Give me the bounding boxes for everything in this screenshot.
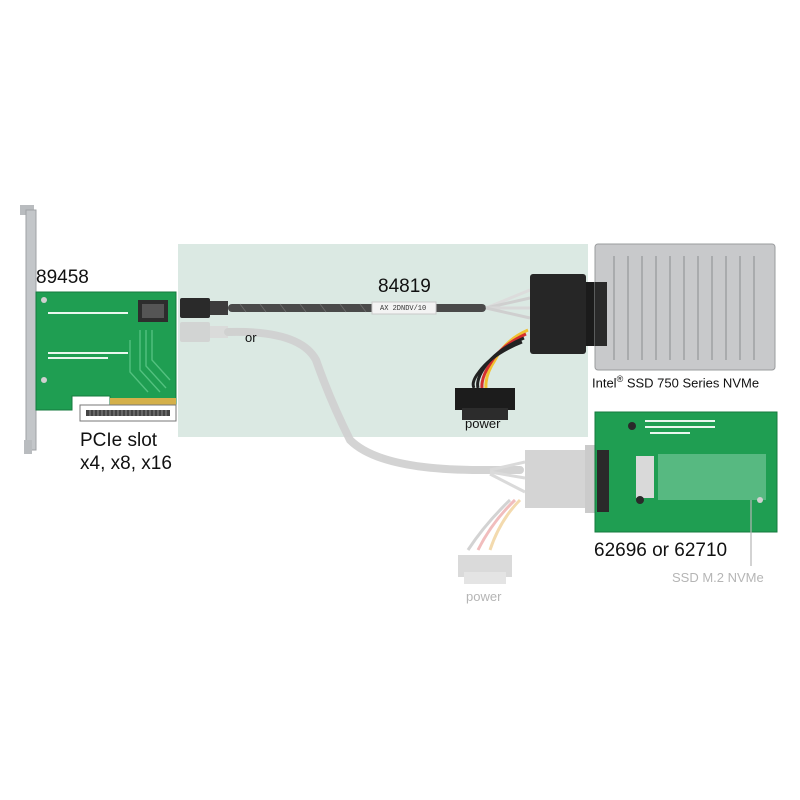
- pcie-adapter-card-icon: [20, 205, 177, 454]
- registered-mark: ®: [616, 374, 624, 384]
- m2-adapter-ids-label: 62696 or 62710: [594, 540, 728, 561]
- faded-power-label: power: [466, 589, 502, 604]
- alternate-cable-icon: [180, 322, 599, 584]
- cable-print-label: AX 2DNDV/10: [380, 305, 427, 313]
- intel-ssd-model: SSD 750 Series NVMe: [623, 375, 760, 391]
- u2-ssd-icon: [594, 243, 776, 371]
- power-label: power: [465, 416, 501, 431]
- intel-ssd-label: Intel® SSD 750 Series NVMe: [592, 374, 759, 390]
- pcie-slot-label: PCIe slot: [80, 430, 158, 451]
- intel-brand: Intel: [592, 375, 617, 391]
- cable-84819-icon: [180, 274, 600, 420]
- pcie-slot-connector-icon: [79, 404, 177, 422]
- card-id-label: 89458: [36, 267, 89, 288]
- m2-adapter-board-icon: [594, 411, 778, 566]
- cable-id-label: 84819: [378, 276, 431, 297]
- pcie-lanes-label: x4, x8, x16: [80, 453, 172, 474]
- m2-ssd-label: SSD M.2 NVMe: [672, 570, 764, 585]
- or-label: or: [245, 330, 257, 345]
